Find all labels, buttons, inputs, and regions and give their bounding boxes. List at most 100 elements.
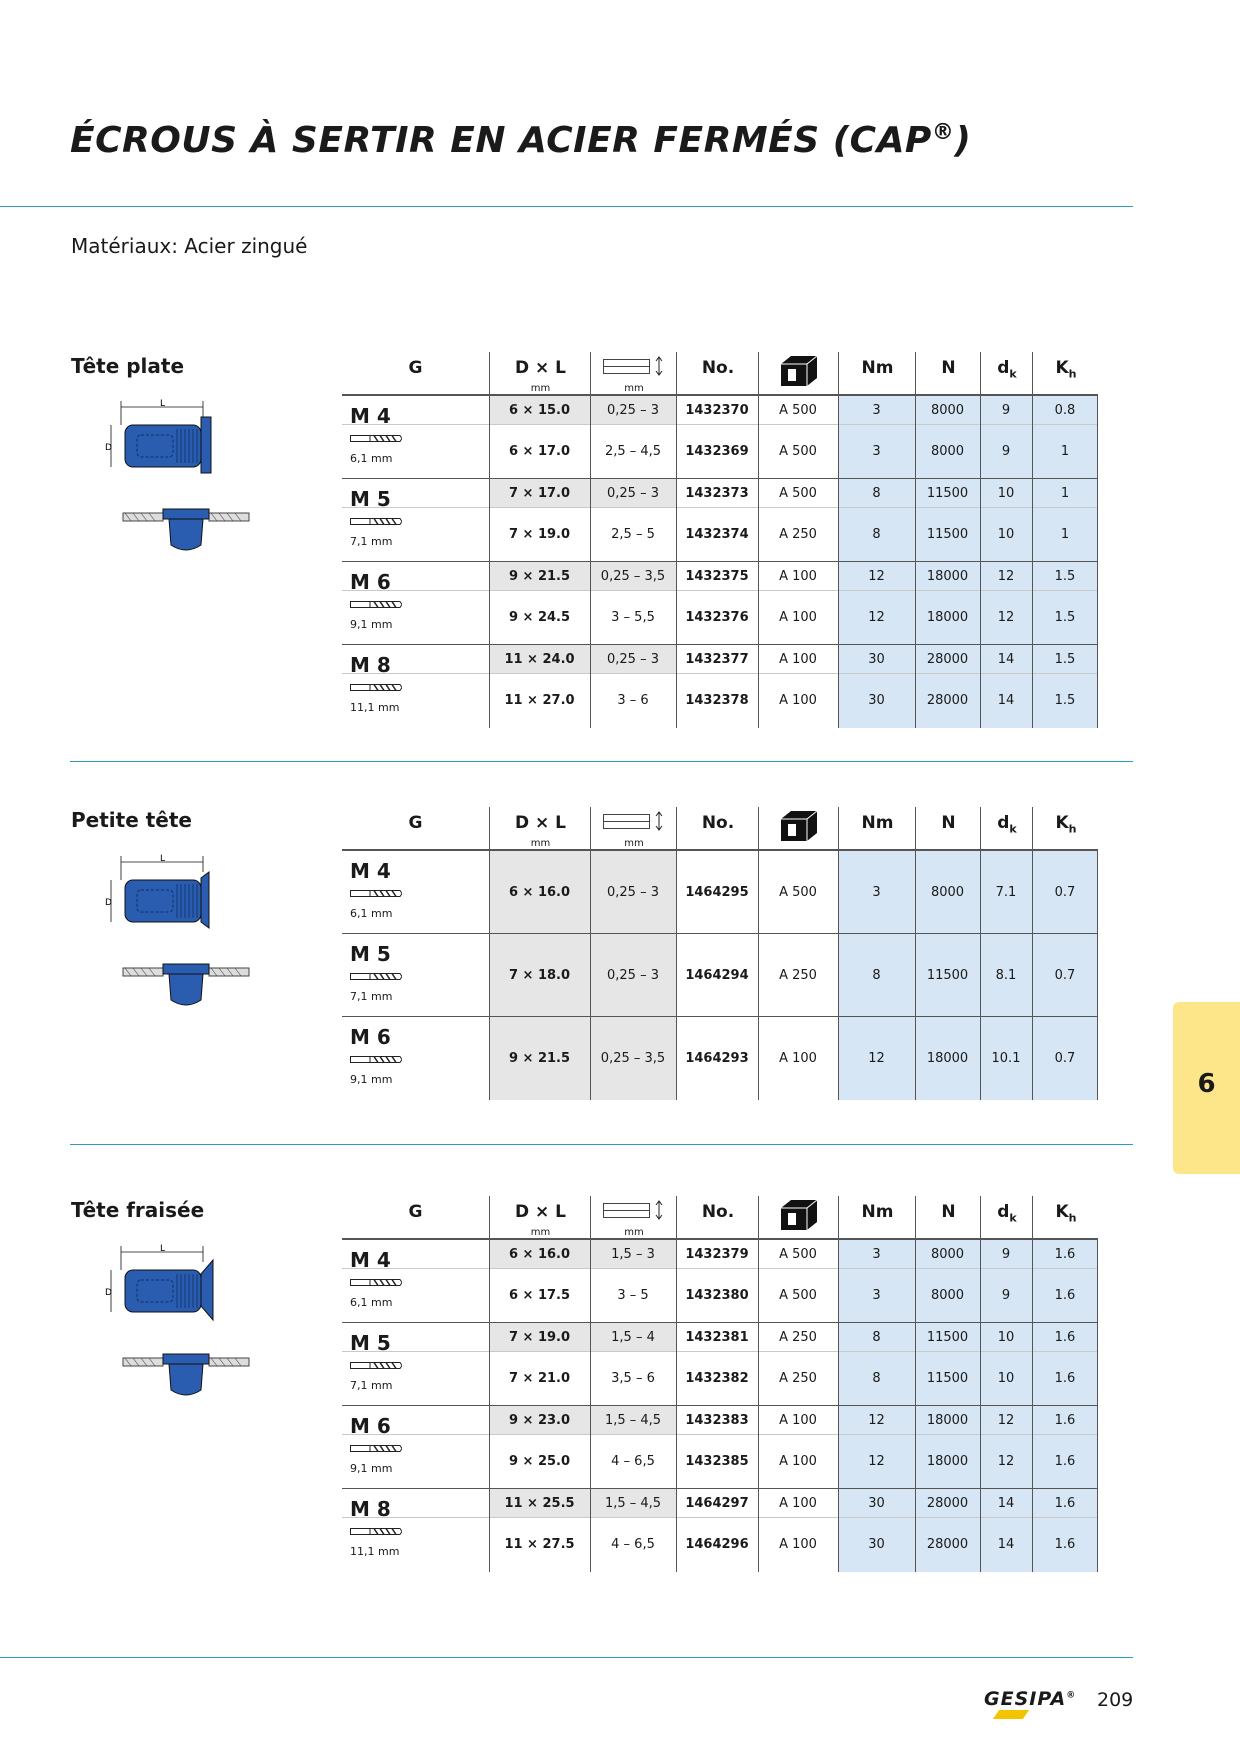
kh-cell: 1.6 [1032, 1351, 1098, 1406]
page-number: 209 [1097, 1689, 1134, 1711]
group-divider [342, 1322, 1098, 1323]
article-number-cell[interactable]: 1432370 [685, 402, 749, 418]
torque-cell: 8 [838, 934, 915, 1017]
article-number-cell[interactable]: 1464293 [685, 1051, 749, 1066]
grip-cell: 4 – 6,5 [611, 1454, 655, 1469]
article-number-cell[interactable]: 1432381 [685, 1329, 749, 1345]
force-cell: 8000 [915, 851, 980, 934]
svg-text:D: D [105, 443, 112, 453]
group-divider [342, 1405, 1098, 1406]
header-pack [758, 352, 839, 394]
article-number-cell[interactable]: 1432376 [685, 610, 749, 625]
section-title: Tête plate [71, 354, 185, 378]
dk-cell: 9 [980, 1268, 1032, 1323]
article-number-cell[interactable]: 1464295 [685, 885, 749, 900]
grip-cell: 3 – 5,5 [611, 610, 655, 625]
article-number-cell[interactable]: 1432374 [685, 527, 749, 542]
dl-cell: 11 × 24.0 [489, 645, 590, 673]
dl-cell: 9 × 21.5 [489, 562, 590, 590]
chapter-tab[interactable]: 6 [1173, 1002, 1240, 1174]
article-number-cell[interactable]: 1432385 [685, 1454, 749, 1469]
column-divider [489, 396, 490, 728]
packaging-cell: A 500 [779, 885, 817, 900]
force-cell: 11500 [915, 934, 980, 1017]
dk-cell: 12 [980, 1406, 1032, 1434]
article-number-cell[interactable]: 1432379 [685, 1246, 749, 1262]
section-title: Tête fraisée [71, 1198, 205, 1222]
packaging-cell: A 500 [779, 1246, 817, 1262]
thread-size-label: M 4 [350, 859, 391, 883]
article-number-cell[interactable]: 1432380 [685, 1288, 749, 1303]
dk-cell: 14 [980, 1489, 1032, 1517]
packaging-cell: A 100 [779, 568, 817, 584]
column-divider [1097, 1240, 1098, 1572]
kh-cell: 0.7 [1032, 1017, 1098, 1100]
article-number-cell[interactable]: 1432373 [685, 485, 749, 501]
svg-text:L: L [160, 1244, 165, 1254]
row-divider [342, 1434, 1098, 1435]
header-dk: dk [980, 352, 1033, 394]
article-number-cell[interactable]: 1464294 [685, 968, 749, 983]
header-kh: Kh [1032, 352, 1099, 394]
header-g: G [408, 358, 423, 378]
kh-cell: 1.6 [1032, 1517, 1098, 1572]
article-number-cell[interactable]: 1464296 [685, 1537, 749, 1552]
kh-cell: 0.8 [1032, 396, 1098, 424]
article-number-cell[interactable]: 1432378 [685, 693, 749, 708]
packaging-cell: A 250 [779, 1371, 817, 1386]
dl-cell: 11 × 25.5 [489, 1489, 590, 1517]
packaging-cell: A 100 [779, 1454, 817, 1469]
header-n: N [915, 352, 981, 394]
force-cell: 18000 [915, 1406, 980, 1434]
article-number-cell[interactable]: 1432377 [685, 651, 749, 667]
article-number-cell[interactable]: 1432369 [685, 444, 749, 459]
column-divider [838, 1240, 839, 1572]
header-grip: mm [590, 1196, 677, 1238]
column-divider [590, 1240, 591, 1572]
force-cell: 28000 [915, 1489, 980, 1517]
kh-cell: 1 [1032, 424, 1098, 479]
force-cell: 8000 [915, 1240, 980, 1268]
article-number-cell[interactable]: 1432382 [685, 1371, 749, 1386]
column-divider [758, 851, 759, 1100]
torque-cell: 3 [838, 851, 915, 934]
packaging-cell: A 100 [779, 693, 817, 708]
gesipa-logo: GESIPA® [984, 1688, 1077, 1710]
force-cell: 11500 [915, 507, 980, 562]
drill-size: 7,1 mm [350, 535, 393, 548]
dl-cell: 9 × 25.0 [508, 1454, 571, 1469]
svg-text:D: D [105, 898, 112, 908]
drill-size: 6,1 mm [350, 452, 393, 465]
kh-cell: 1.6 [1032, 1406, 1098, 1434]
drill-icon [350, 1521, 403, 1540]
article-number-cell[interactable]: 1464297 [685, 1495, 749, 1511]
article-number-cell[interactable]: 1432375 [685, 568, 749, 584]
dl-cell: 6 × 17.0 [508, 444, 571, 459]
torque-cell: 12 [838, 590, 915, 645]
grip-cell: 1,5 – 4,5 [590, 1406, 676, 1434]
grip-cell: 3,5 – 6 [611, 1371, 655, 1386]
article-number-cell[interactable]: 1432383 [685, 1412, 749, 1428]
header-g: G [408, 813, 423, 833]
dl-cell: 6 × 16.0 [489, 851, 590, 934]
column-divider [1032, 851, 1033, 1100]
drill-icon [350, 677, 403, 696]
kh-cell: 0.7 [1032, 851, 1098, 934]
packaging-cell: A 500 [779, 444, 817, 459]
drill-size: 9,1 mm [350, 1462, 393, 1475]
drill-size: 6,1 mm [350, 907, 393, 920]
header-pack [758, 807, 839, 849]
torque-cell: 12 [838, 1434, 915, 1489]
group-divider [342, 933, 1098, 934]
header-g: G [408, 1202, 423, 1222]
section-title: Petite tête [71, 808, 192, 832]
dl-cell: 7 × 19.0 [508, 527, 571, 542]
column-divider [758, 396, 759, 728]
